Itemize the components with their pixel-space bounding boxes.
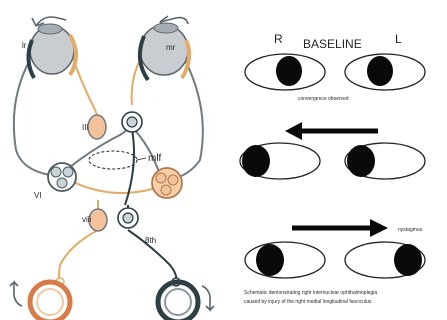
canal-ring-left-inner [37, 289, 63, 315]
nerve-fiber-right-orange [132, 60, 140, 105]
right-gaze-arrow-head-icon [370, 219, 388, 237]
right-upper-nucleus-inner [127, 117, 137, 127]
right-gaze-right-pupil [256, 244, 284, 276]
baseline-row: convergence observed [245, 54, 425, 102]
baseline-right-pupil [276, 56, 302, 86]
left-gaze-arrow [285, 122, 378, 140]
header-baseline-title: BASELINE [303, 37, 362, 51]
pathway-panel: lr mr III mlf VI [10, 16, 214, 320]
right-gaze-left-pupil [394, 244, 422, 276]
eighth-nucleus-inner [123, 213, 133, 223]
vi-nucleus-left-a [51, 167, 61, 177]
viii-label: viii [82, 215, 92, 224]
left-eye-cornea [38, 24, 62, 34]
iii-nucleus [88, 115, 106, 139]
right-gaze-row [245, 242, 425, 278]
note-line-2: caused by injury of the right medial lon… [244, 299, 372, 305]
baseline-left-pupil [367, 56, 393, 86]
eye-right-label: mr [166, 43, 176, 52]
eye-left-label: lr [22, 41, 27, 50]
left-eye [28, 24, 76, 78]
vi-nucleus-right-c [161, 185, 171, 195]
nystagmus-label: nystagmus [398, 227, 423, 233]
header-r-label: R [274, 32, 283, 46]
vi-nucleus-left [48, 163, 76, 191]
vi-nucleus-right-a [156, 173, 166, 183]
iii-label: III [82, 123, 89, 132]
nerve-fiber-right-gray [170, 60, 203, 180]
header-l-label: L [395, 32, 402, 46]
vi-nucleus-right [152, 168, 182, 198]
head-rotation-arrow-left-icon [10, 282, 22, 306]
right-eye [140, 23, 189, 80]
eye-positions-panel: R BASELINE L convergence observed nys [240, 32, 425, 305]
right-gaze-arrow: nystagmus [292, 219, 423, 237]
canal-ring-right-inner [165, 289, 191, 315]
left-gaze-left-pupil [347, 145, 375, 177]
vi-nucleus-left-c [57, 178, 67, 188]
vi-nucleus-left-b [63, 167, 73, 177]
nerve-fiber-lower-orange [59, 230, 98, 282]
note-line-1: Schematic demonstrating right internucle… [244, 290, 377, 296]
mlf-label: mlf [148, 153, 162, 164]
left-gaze-right-pupil [242, 145, 270, 177]
left-gaze-arrow-head-icon [285, 122, 302, 140]
head-rotation-arrow-right-icon [202, 286, 214, 310]
right-eye-cornea [154, 23, 178, 33]
viii-nucleus [89, 209, 107, 231]
eighth-label: 8th [145, 236, 156, 245]
left-gaze-row [240, 143, 425, 179]
baseline-caption: convergence observed [298, 96, 349, 102]
mlf-dashed-outline [89, 151, 137, 169]
vi-label: VI [34, 191, 42, 200]
vi-nucleus-right-b [168, 175, 178, 185]
mlf-leader-line [137, 158, 146, 160]
